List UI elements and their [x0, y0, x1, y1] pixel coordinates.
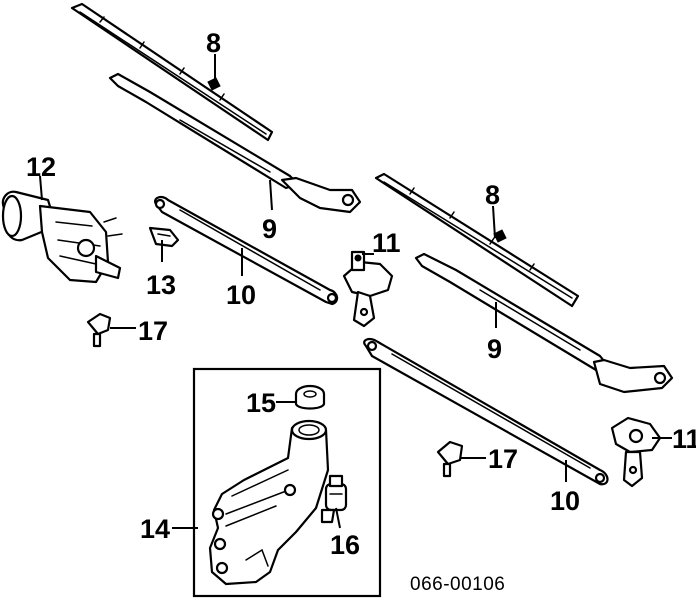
callout-9-right: 9 — [487, 334, 502, 364]
pivot-right — [610, 416, 662, 488]
callout-9-left: 9 — [262, 214, 277, 244]
callout-14: 14 — [140, 514, 170, 544]
washer-pump — [320, 474, 348, 524]
callout-11-left: 11 — [372, 228, 401, 258]
callout-10-right: 10 — [550, 486, 580, 516]
linkage-rod-left — [154, 195, 339, 306]
wiper-blade-left — [70, 2, 274, 142]
callout-16: 16 — [330, 530, 360, 560]
callout-15: 15 — [246, 388, 276, 418]
reservoir-cap — [294, 384, 326, 410]
washer-reservoir — [208, 419, 330, 586]
callout-labels: 8 9 12 13 10 11 17 8 9 17 10 11 15 14 16 — [26, 28, 696, 560]
leader-lines — [39, 54, 672, 529]
wiper-motor — [1, 190, 123, 284]
wiper-blade-right — [374, 172, 580, 308]
figure-code: 066-00106 — [410, 574, 505, 595]
callout-13: 13 — [146, 270, 176, 300]
callout-12: 12 — [26, 152, 56, 182]
clip — [148, 226, 180, 248]
nozzle-right — [436, 440, 464, 478]
linkage-rod-right — [363, 337, 609, 486]
pivot-left — [342, 250, 394, 328]
callout-8-right: 8 — [485, 180, 500, 210]
wiper-arm-right — [414, 252, 674, 394]
callout-17-left: 17 — [138, 316, 168, 346]
callout-17-right: 17 — [488, 444, 518, 474]
callout-10-left: 10 — [226, 280, 256, 310]
nozzle-left — [86, 312, 112, 348]
callout-8-left: 8 — [206, 28, 221, 58]
reservoir-inset-frame — [192, 367, 382, 598]
wiper-arm-left — [108, 72, 362, 214]
callout-11-right: 11 — [672, 424, 696, 454]
